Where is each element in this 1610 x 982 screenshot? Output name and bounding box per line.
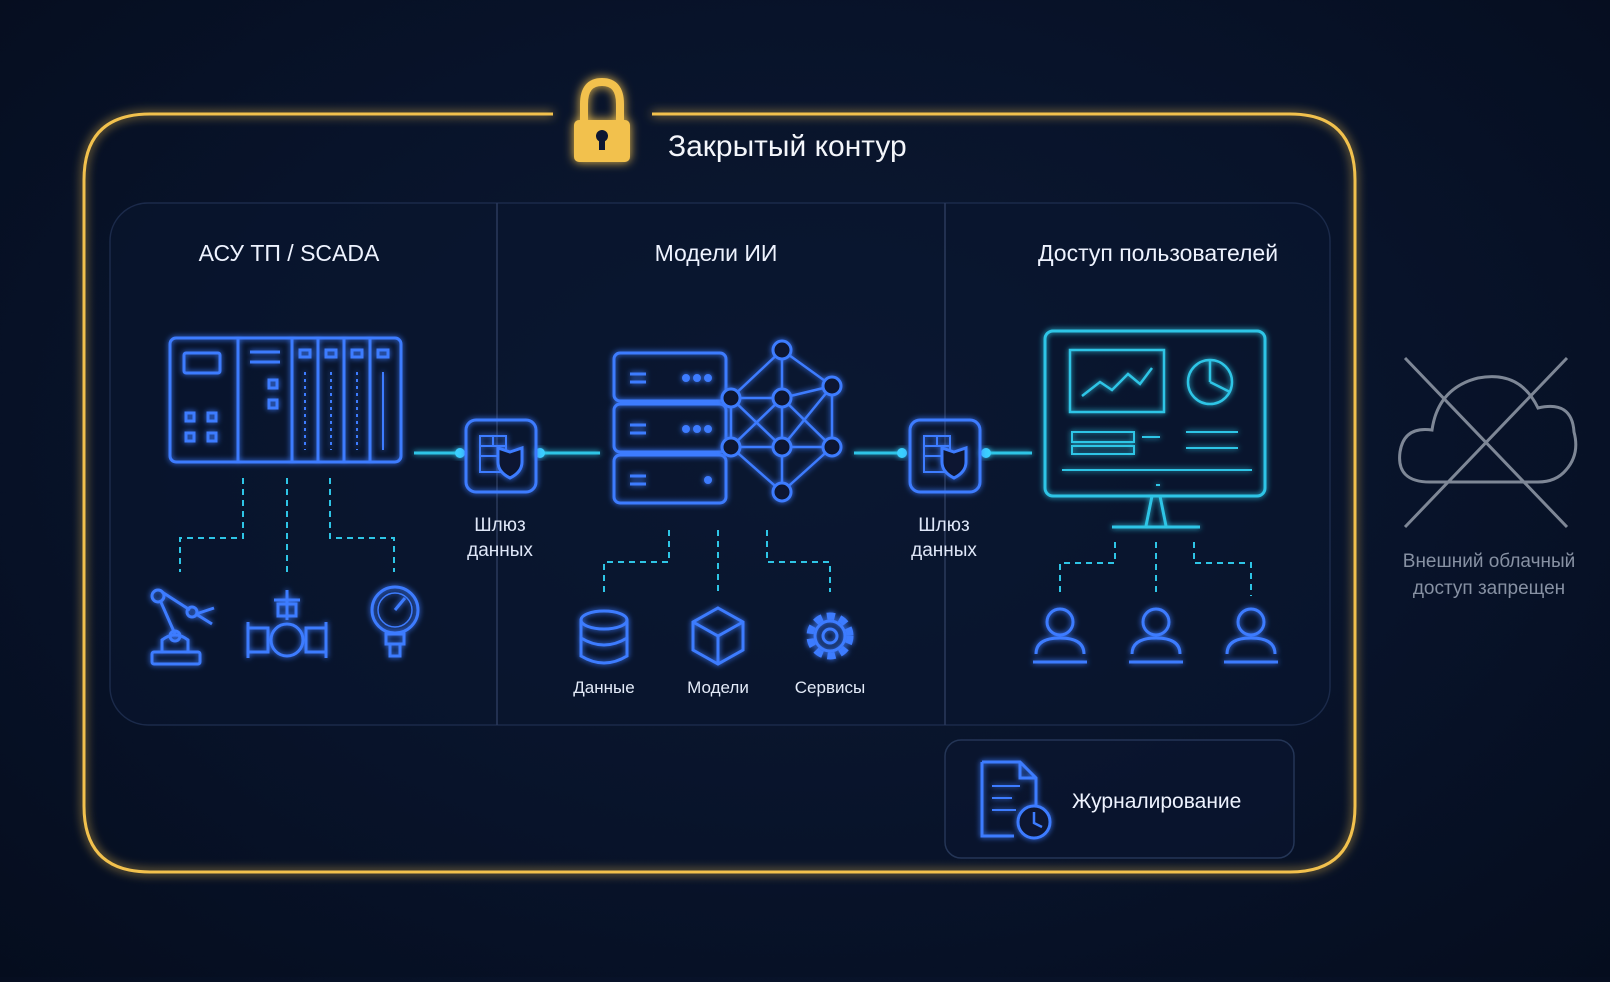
- monitor-dashboard-icon: [1043, 329, 1267, 529]
- robot-arm-icon: [150, 588, 215, 666]
- gateway-label-2-line2: данных: [911, 540, 977, 561]
- ai-resource-connectors: [603, 530, 831, 592]
- plc-rack-icon: [168, 336, 403, 464]
- log-document-clock-icon: [980, 760, 1052, 840]
- gateway-label-1: Шлюз данных: [467, 513, 533, 563]
- cloud-crossed-icon: [1398, 356, 1578, 529]
- gateway-label-2-line1: Шлюз: [918, 515, 970, 536]
- ai-item-models-label: Модели: [687, 678, 749, 697]
- user-icon: [1033, 607, 1087, 664]
- valve-icon: [246, 590, 328, 658]
- firewall-shield-icon: [908, 418, 982, 494]
- link-ai-gateway-users: [854, 448, 1032, 458]
- gateway-label-1-line2: данных: [467, 540, 533, 561]
- gateway-label-1-line1: Шлюз: [474, 515, 526, 536]
- server-stack-icon: [612, 351, 728, 505]
- logging-label: Журналирование: [1072, 790, 1242, 813]
- ai-item-data-label: Данные: [573, 678, 635, 697]
- cube-icon: [691, 606, 745, 666]
- user-icon: [1129, 607, 1183, 664]
- database-icon: [579, 609, 629, 665]
- pressure-gauge-icon: [370, 585, 420, 658]
- closed-contour-border: [82, 112, 1357, 874]
- user-icon: [1224, 607, 1278, 664]
- firewall-shield-icon: [464, 418, 538, 494]
- cloud-denied-label: Внешний облачный доступ запрещен: [1403, 548, 1575, 602]
- gear-icon: [806, 612, 854, 660]
- ai-item-services-label: Сервисы: [794, 678, 866, 697]
- column-title-user-access: Доступ пользователей: [1037, 240, 1279, 266]
- inner-panel: [109, 202, 1331, 726]
- neural-network-icon: [720, 339, 843, 503]
- lock-icon: [574, 77, 630, 162]
- cloud-denied-line2: доступ запрещен: [1412, 578, 1566, 599]
- user-access-connectors: [1059, 542, 1252, 596]
- column-title-ai-models: Модели ИИ: [654, 240, 778, 266]
- cloud-denied-line1: Внешний облачный: [1402, 551, 1576, 572]
- gateway-label-2: Шлюз данных: [911, 513, 977, 563]
- closed-contour-title: Закрытый контур: [668, 130, 907, 163]
- column-title-scada: АСУ ТП / SCADA: [198, 240, 380, 266]
- scada-field-connectors: [179, 478, 395, 572]
